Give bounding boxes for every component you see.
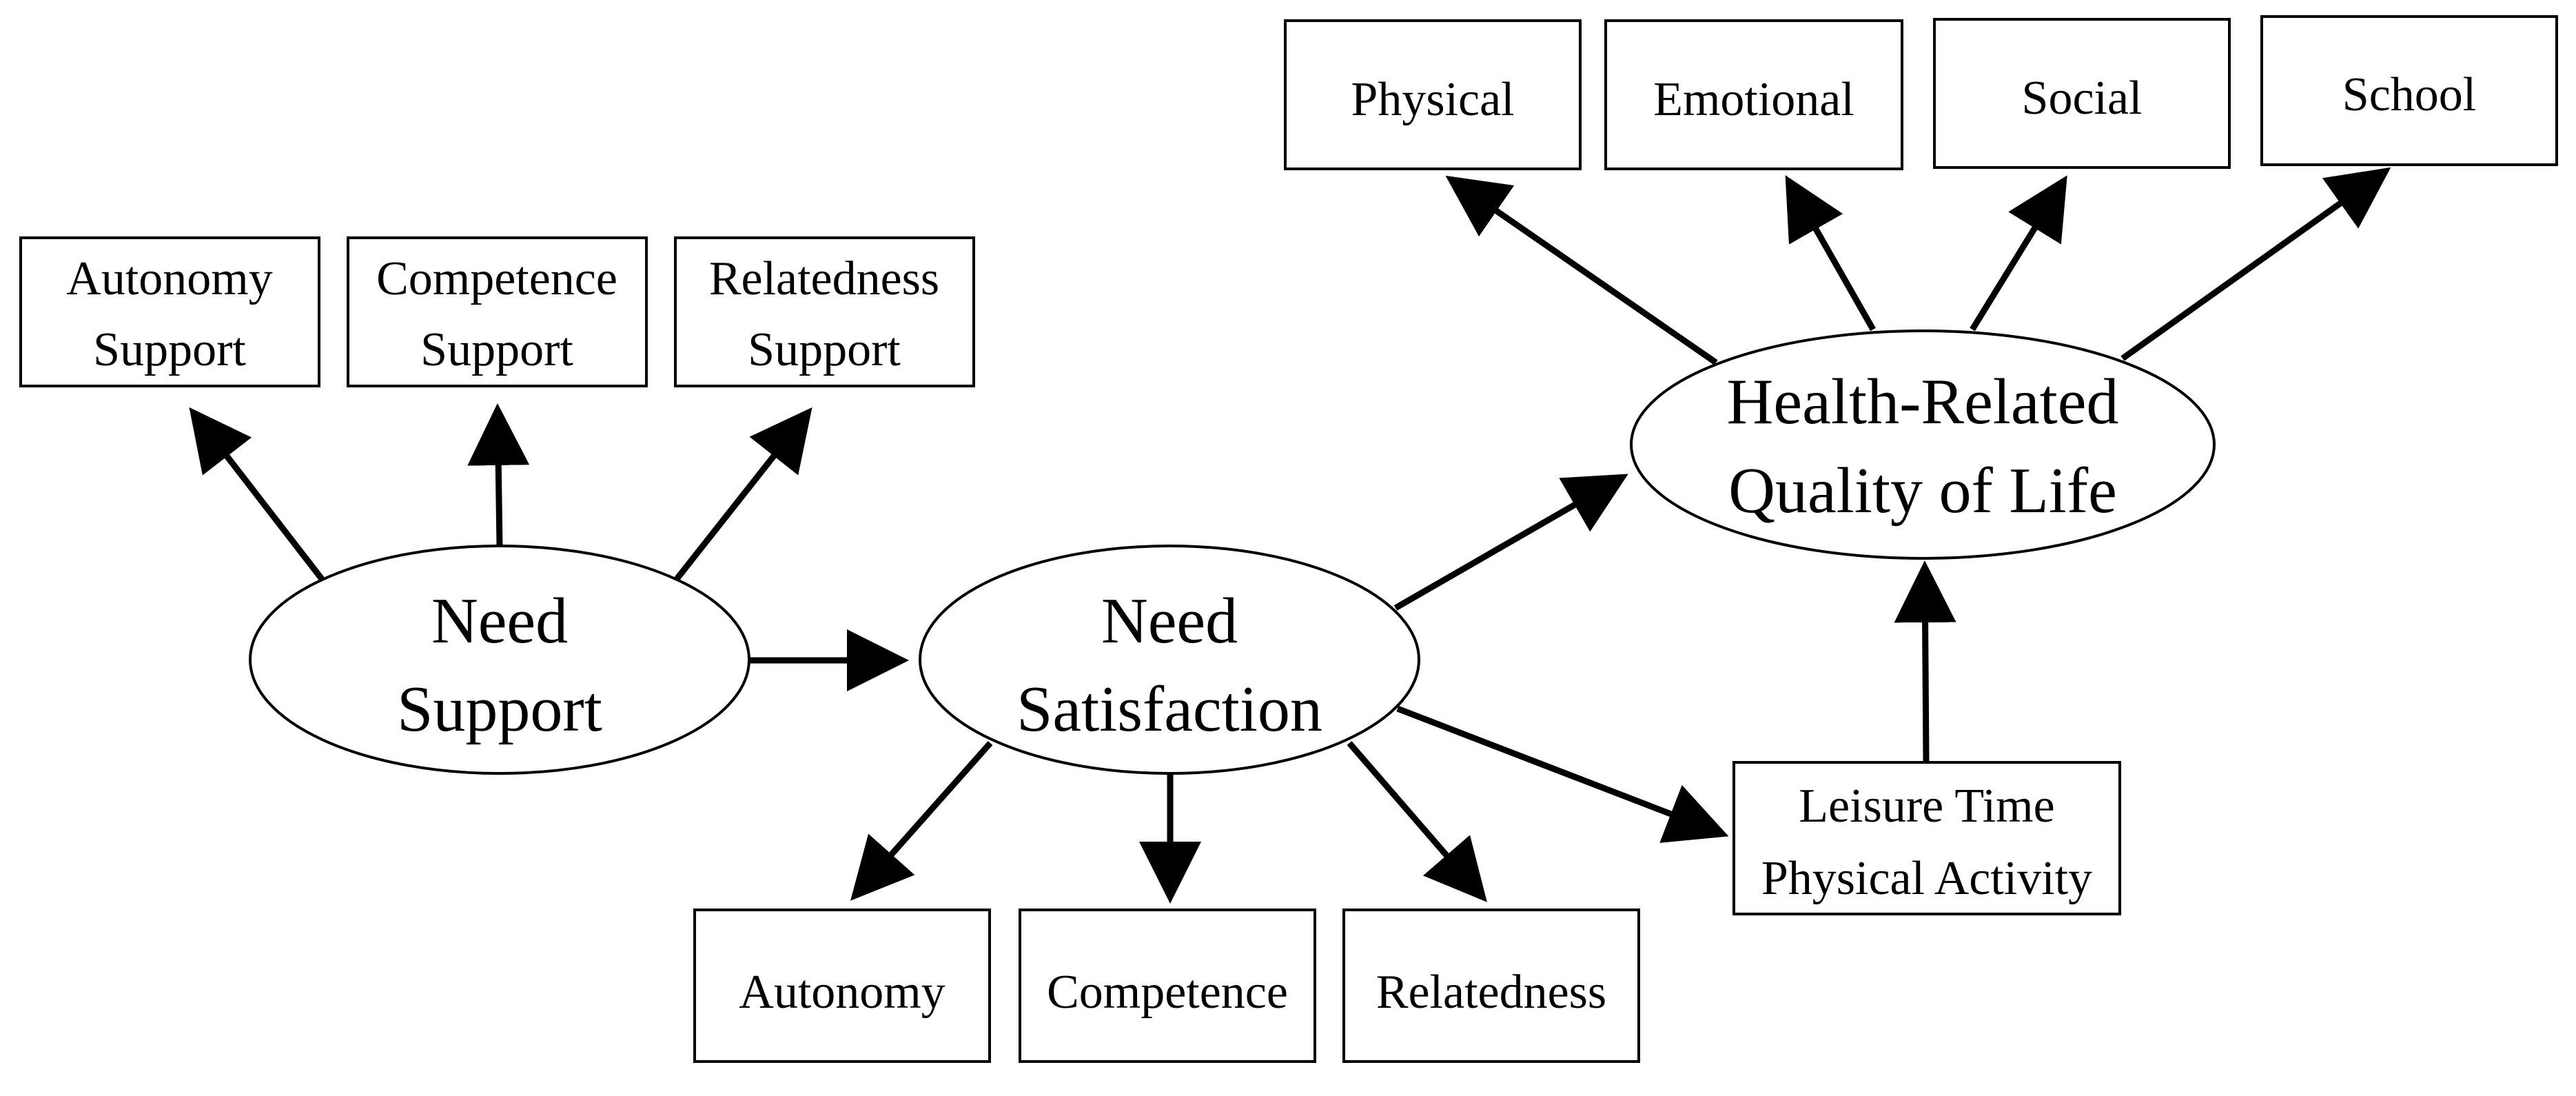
edge-hrqol-to-physical bbox=[1445, 175, 1718, 365]
box-competence: Competence bbox=[1019, 909, 1316, 1063]
edge-need-satisfaction-to-autonomy bbox=[850, 741, 993, 901]
edge-need-satisfaction-to-relatedness bbox=[1347, 741, 1487, 902]
label-autonomy-support-line1: Autonomy bbox=[66, 252, 272, 305]
label-physical: Physical bbox=[1351, 73, 1514, 126]
latent-need-satisfaction: Need Satisfaction bbox=[919, 545, 1420, 775]
label-leisure-time-pa-line1: Leisure Time bbox=[1799, 780, 2054, 833]
label-need-support-line1: Need bbox=[431, 585, 568, 657]
latent-hrqol: Health-Related Quality of Life bbox=[1630, 329, 2216, 560]
box-relatedness: Relatedness bbox=[1342, 909, 1640, 1063]
label-relatedness-support-line1: Relatedness bbox=[709, 252, 939, 305]
edge-need-support-to-competence-support bbox=[467, 403, 530, 547]
edge-hrqol-to-emotional bbox=[1785, 175, 1876, 332]
label-hrqol-line2: Quality of Life bbox=[1728, 455, 2117, 527]
label-autonomy: Autonomy bbox=[739, 966, 945, 1019]
box-competence-support: Competence Support bbox=[347, 236, 648, 387]
box-autonomy-support: Autonomy Support bbox=[19, 236, 320, 387]
label-hrqol-line1: Health-Related bbox=[1727, 366, 2119, 438]
latent-need-support: Need Support bbox=[249, 545, 750, 775]
box-autonomy: Autonomy bbox=[693, 909, 991, 1063]
label-need-support-line2: Support bbox=[397, 673, 602, 745]
box-relatedness-support: Relatedness Support bbox=[674, 236, 975, 387]
edge-need-support-to-autonomy-support bbox=[189, 407, 325, 581]
label-emotional: Emotional bbox=[1653, 73, 1854, 126]
label-relatedness-support-line2: Support bbox=[748, 323, 901, 376]
label-competence-support-line1: Competence bbox=[376, 252, 617, 305]
label-competence: Competence bbox=[1047, 966, 1288, 1019]
box-school: School bbox=[2260, 15, 2558, 166]
box-leisure-time-pa: Leisure Time Physical Activity bbox=[1732, 761, 2121, 915]
edge-need-satisfaction-to-leisure-time-pa bbox=[1396, 705, 1729, 843]
edge-need-support-to-relatedness-support bbox=[674, 407, 812, 581]
edge-leisure-time-pa-to-hrqol bbox=[1894, 560, 1956, 762]
label-relatedness: Relatedness bbox=[1376, 966, 1606, 1019]
label-need-satisfaction-line2: Satisfaction bbox=[1016, 673, 1322, 745]
label-need-satisfaction-line1: Need bbox=[1101, 585, 1238, 657]
label-autonomy-support-line2: Support bbox=[93, 323, 246, 376]
edge-need-satisfaction-to-hrqol bbox=[1393, 474, 1628, 611]
edge-hrqol-to-school bbox=[2120, 167, 2391, 361]
label-competence-support-line2: Support bbox=[420, 323, 573, 376]
label-social: Social bbox=[2022, 72, 2143, 125]
label-leisure-time-pa-line2: Physical Activity bbox=[1761, 852, 2092, 905]
edge-hrqol-to-social bbox=[1970, 175, 2067, 332]
box-emotional: Emotional bbox=[1604, 19, 1903, 170]
box-physical: Physical bbox=[1284, 19, 1582, 170]
label-school: School bbox=[2342, 68, 2476, 121]
box-social: Social bbox=[1933, 18, 2231, 169]
